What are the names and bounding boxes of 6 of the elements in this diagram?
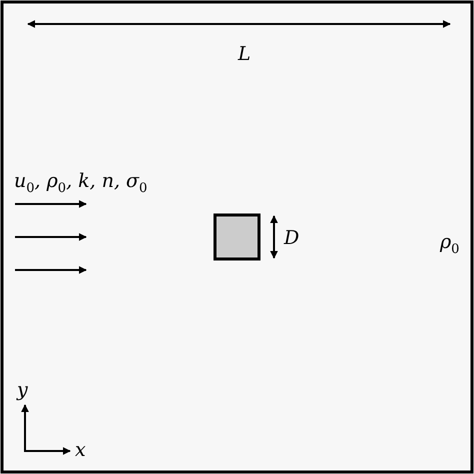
- axis-label: x: [75, 441, 86, 460]
- dimension-label: L: [238, 45, 251, 64]
- boundary-label: ρ$_{0}$: [440, 233, 460, 256]
- axis-label: y: [17, 381, 28, 400]
- parameter-list: u$_{0}$, ρ$_{0}$, k, n, σ$_{0}$: [14, 172, 148, 195]
- dimension-label: D: [284, 229, 300, 248]
